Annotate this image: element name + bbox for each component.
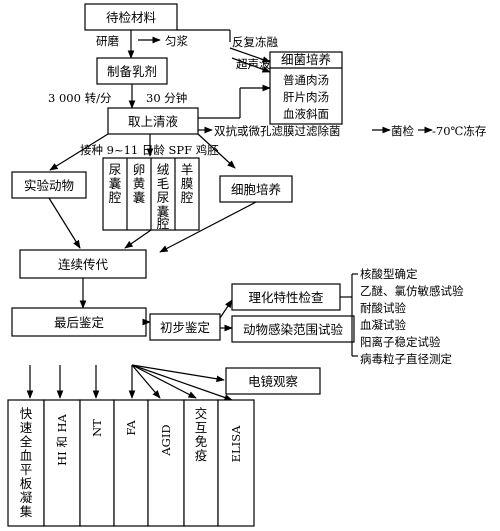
physchem-item: 耐酸试验 — [360, 301, 406, 315]
em-label: 电镜观察 — [248, 374, 299, 389]
physchem-item: 乙醚、氯仿敏感试验 — [360, 284, 464, 298]
sample-box — [84, 3, 178, 31]
ultrasound-label: 超声波 — [236, 57, 271, 71]
physchem-item: 阳离子稳定试验 — [360, 335, 441, 349]
egg-route-char: 毛 — [157, 176, 170, 191]
sterility-label: 菌检 — [391, 124, 414, 138]
rapid-char: 板 — [20, 476, 33, 491]
storage-label: -70℃冻存 — [432, 124, 486, 138]
elisa-label: ELISA — [229, 425, 243, 462]
final-id-box — [11, 307, 147, 337]
egg-route-char: 羊 — [181, 162, 194, 177]
final-id-label: 最后鉴定 — [54, 315, 104, 330]
egg-route-char: 腔 — [157, 216, 170, 231]
egg-route-char: 腔 — [109, 190, 122, 205]
fa-label: FA — [124, 420, 138, 436]
freeze-thaw-label: 反复冻融 — [232, 35, 278, 49]
egg-route-char: 囊 — [109, 176, 122, 191]
arrow-to-em — [131, 364, 225, 383]
centrifuge-time: 30 分钟 — [146, 91, 187, 105]
test-box-agid — [147, 399, 185, 527]
host-range-label: 动物感染范围试验 — [243, 322, 344, 337]
cell-culture-label: 细胞培养 — [231, 182, 281, 197]
grind-label: 研磨 — [96, 34, 119, 48]
physchem-item: 病毒粒子直径测定 — [360, 352, 452, 366]
test-box-fa — [113, 399, 149, 527]
initial-id-label: 初步鉴定 — [160, 320, 210, 335]
rapid-char: 凝 — [20, 490, 33, 505]
rapid-char: 快 — [20, 406, 33, 421]
filter-label: 双抗或微孔滤膜过滤除菌 — [214, 124, 341, 138]
test-box-elisa — [217, 399, 255, 527]
egg-route-char: 膜 — [181, 176, 194, 191]
cross-char: 交 — [195, 406, 208, 421]
em-box — [225, 367, 321, 395]
bacteria-culture-title: 细菌培养 — [281, 52, 331, 67]
arrow-ultrasound-bacteria — [231, 57, 271, 73]
arrow-to-elisa — [131, 364, 233, 401]
rapid-char: 速 — [20, 420, 33, 435]
arrow-to-cell — [197, 133, 236, 169]
sample-label: 待检材料 — [106, 10, 157, 25]
physchem-item: 血凝试验 — [360, 318, 406, 332]
bacteria-item: 普通肉汤 — [283, 73, 329, 87]
egg-route-char: 囊 — [157, 204, 170, 219]
arrow-to-animal — [49, 133, 109, 171]
rapid-char: 集 — [20, 504, 33, 519]
passage-label: 连续传代 — [58, 257, 109, 272]
arrow-cell-passage — [159, 201, 257, 253]
emulsion-label: 制备乳剂 — [107, 64, 157, 79]
bacteria-item: 血液斜面 — [283, 107, 329, 121]
cross-char: 免 — [195, 434, 208, 449]
arrow-to-cross — [131, 364, 197, 399]
cross-char: 互 — [195, 420, 208, 435]
arrow-to-bacteria — [229, 47, 271, 63]
test-box-nt — [79, 399, 115, 527]
arrow-egg-passage — [124, 229, 152, 249]
animal-label: 实验动物 — [24, 178, 74, 193]
physchem-item: 核酸型确定 — [360, 267, 418, 281]
egg-route-char: 绒 — [157, 162, 170, 177]
egg-route-char: 囊 — [133, 190, 146, 205]
arrow-animal-passage — [48, 197, 81, 249]
test-box-hi-ha — [43, 399, 81, 527]
egg-route-char: 尿 — [109, 162, 122, 177]
cross-char: 疫 — [195, 448, 208, 463]
test-box-cross — [183, 399, 219, 527]
animal-box — [11, 171, 87, 199]
hi-ha-label: HI 和 HA — [55, 413, 69, 465]
rapid-char: 全 — [20, 434, 33, 449]
arrow-to-physchem — [219, 299, 233, 319]
rapid-char: 血 — [20, 448, 33, 463]
arrow-to-agid — [131, 364, 161, 399]
emulsion-box — [96, 57, 168, 85]
egg-route-char: 腔 — [181, 190, 194, 205]
nt-label: NT — [90, 419, 104, 437]
cell-culture-box — [219, 175, 293, 203]
egg-route-char: 卵 — [133, 162, 146, 177]
test-box-rapid — [7, 399, 45, 527]
egg-route-char: 黄 — [133, 176, 146, 191]
supernatant-label: 取上清液 — [128, 114, 179, 129]
agid-label: AGID — [159, 424, 173, 456]
egg-route-char: 尿 — [157, 190, 170, 205]
physchem-label: 理化特性检查 — [248, 290, 324, 305]
supernatant-box — [107, 107, 199, 135]
initial-id-box — [149, 313, 221, 341]
homogenize-label: 匀浆 — [165, 34, 188, 48]
inoculate-label: 接种 9~11 日龄 SPF 鸡胚 — [80, 143, 219, 157]
bacteria-item: 肝片肉汤 — [283, 90, 329, 104]
centrifuge-speed: 3 000 转/分 — [48, 91, 112, 105]
rapid-char: 平 — [20, 462, 33, 477]
passage-box — [19, 249, 147, 279]
host-range-box — [231, 315, 355, 343]
